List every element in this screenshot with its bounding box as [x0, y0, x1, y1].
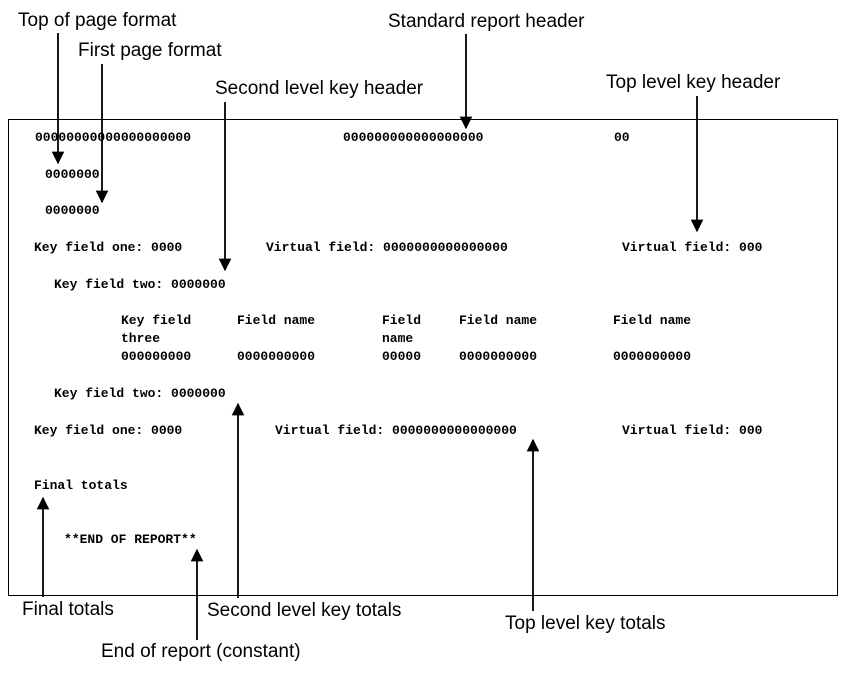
key1-total-key-field-one: Key field one: 0000	[34, 423, 183, 438]
key1-total-virtual-field-a: Virtual field: 0000000000000000	[275, 423, 517, 438]
header-mid-field: 000000000000000000	[343, 130, 484, 145]
detail-col3-head2: name	[382, 331, 414, 346]
callout-standard-report-header: Standard report header	[388, 11, 585, 32]
detail-col1-head1: Key field	[121, 313, 192, 328]
detail-col4-value: 0000000000	[459, 349, 538, 364]
callout-second-level-key-header: Second level key header	[215, 78, 424, 99]
header-right-field: 00	[614, 130, 630, 145]
top-of-page-field: 0000000	[45, 167, 100, 182]
detail-col5-value: 0000000000	[613, 349, 692, 364]
end-of-report-line: **END OF REPORT**	[64, 532, 197, 547]
key1-header-key-field-one: Key field one: 0000	[34, 240, 183, 255]
callout-top-of-page-format: Top of page format	[18, 10, 177, 31]
callout-top-level-key-header: Top level key header	[606, 72, 781, 93]
callout-top-level-key-totals: Top level key totals	[505, 613, 666, 634]
callout-second-level-key-totals: Second level key totals	[207, 600, 402, 621]
detail-col5-head: Field name	[613, 313, 692, 328]
callout-end-of-report-constant: End of report (constant)	[101, 641, 301, 662]
key2-header: Key field two: 0000000	[54, 277, 226, 292]
callout-first-page-format: First page format	[78, 40, 222, 61]
header-left-field: 00000000000000000000	[35, 130, 192, 145]
key2-total: Key field two: 0000000	[54, 386, 226, 401]
detail-col2-value: 0000000000	[237, 349, 316, 364]
report-page	[8, 119, 838, 596]
detail-col2-head: Field name	[237, 313, 316, 328]
final-totals-line: Final totals	[34, 478, 128, 493]
first-page-field: 0000000	[45, 203, 100, 218]
detail-col1-head2: three	[121, 331, 161, 346]
key1-header-virtual-field-b: Virtual field: 000	[622, 240, 763, 255]
detail-col4-head: Field name	[459, 313, 538, 328]
detail-col3-head1: Field	[382, 313, 422, 328]
detail-col1-value: 000000000	[121, 349, 192, 364]
callout-final-totals: Final totals	[22, 599, 114, 620]
key1-header-virtual-field-a: Virtual field: 0000000000000000	[266, 240, 508, 255]
key1-total-virtual-field-b: Virtual field: 000	[622, 423, 763, 438]
detail-col3-value: 00000	[382, 349, 422, 364]
